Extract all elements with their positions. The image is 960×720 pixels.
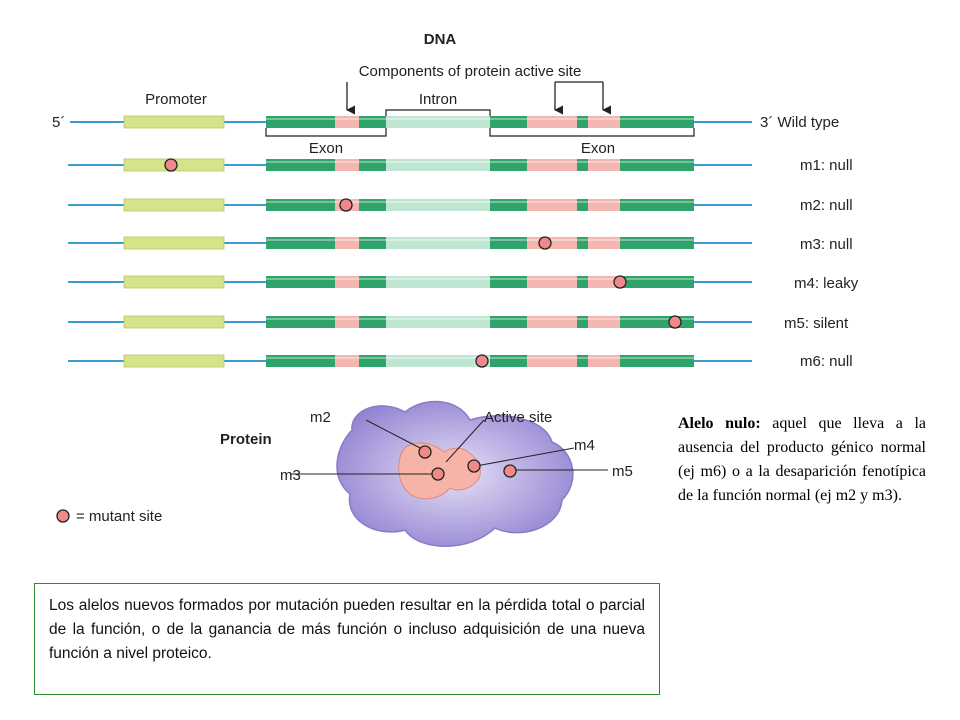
active-component-3 — [588, 237, 620, 249]
promoter-block — [123, 275, 225, 289]
exon-label-left: Exon — [309, 140, 343, 157]
components-arrows — [346, 81, 612, 115]
protein-mark-m3: m3 — [280, 467, 301, 484]
definition-text: aquel que lleva a la ausencia del produc… — [678, 415, 926, 504]
protein-mark-m5: m5 — [612, 463, 633, 480]
exon-block-left — [266, 159, 386, 171]
protein-site-m3 — [431, 467, 445, 481]
active-component-3 — [588, 159, 620, 171]
wild-type-row — [70, 115, 752, 129]
definition-term: Alelo nulo: — [678, 415, 761, 432]
intron-label: Intron — [419, 91, 457, 108]
mutant-site-icon — [538, 236, 552, 250]
intron-block — [386, 355, 490, 367]
protein-mark-m4: m4 — [574, 437, 595, 454]
exon-bracket-right — [489, 128, 695, 137]
promoter-block — [123, 236, 225, 250]
active-component-1 — [335, 237, 359, 249]
exon-block-left — [266, 237, 386, 249]
protein-sites — [418, 445, 517, 481]
active-component-2 — [527, 276, 577, 288]
gene-highlight — [266, 318, 694, 320]
active-site-label: Active site — [484, 409, 552, 426]
gene-highlight — [266, 161, 694, 163]
active-component-2 — [527, 355, 577, 367]
gene-highlight — [266, 118, 694, 120]
intron-block — [386, 116, 490, 128]
protein-site-m4 — [467, 459, 481, 473]
promoter-label: Promoter — [145, 91, 207, 108]
active-component-3 — [588, 199, 620, 211]
intron-block — [386, 276, 490, 288]
protein-label: Protein — [220, 431, 272, 448]
allele-label-m5: m5: silent — [784, 315, 849, 332]
active-component-1 — [335, 316, 359, 328]
mutant-row-m5 — [68, 315, 752, 329]
promoter-block — [123, 115, 225, 129]
allele-label-m6: m6: null — [800, 353, 853, 370]
allele-label-m3: m3: null — [800, 236, 853, 253]
intron-bracket — [385, 109, 491, 118]
exon-block-left — [266, 199, 386, 211]
active-component-1 — [335, 355, 359, 367]
gene-highlight — [266, 201, 694, 203]
legend-mutant-site-icon — [56, 509, 70, 523]
five-prime-label: 5´ — [52, 114, 65, 131]
exon-bracket-left — [265, 128, 387, 137]
gene-rows — [68, 115, 752, 368]
exon-block-left — [266, 316, 386, 328]
gene-highlight — [266, 278, 694, 280]
active-component-3 — [588, 316, 620, 328]
active-component-3 — [588, 116, 620, 128]
active-component-3 — [588, 355, 620, 367]
active-component-2 — [527, 199, 577, 211]
mutant-site-icon — [339, 198, 353, 212]
mutant-row-m4 — [68, 275, 752, 289]
promoter-block — [123, 198, 225, 212]
active-component-1 — [335, 159, 359, 171]
exon-block-left — [266, 355, 386, 367]
active-component-2 — [527, 316, 577, 328]
active-component-1 — [335, 116, 359, 128]
active-component-2 — [527, 237, 577, 249]
allele-labels: m1: null m2: null m3: null m4: leaky m5:… — [784, 157, 859, 370]
protein-leaders — [290, 419, 608, 475]
promoter-block — [123, 315, 225, 329]
active-component-2 — [527, 159, 577, 171]
allele-label-m1: m1: null — [800, 157, 853, 174]
promoter-block — [123, 354, 225, 368]
protein-mark-m2: m2 — [310, 409, 331, 426]
mutant-row-m2 — [68, 198, 752, 212]
exon-label-right: Exon — [581, 140, 615, 157]
protein-site-m5 — [503, 464, 517, 478]
exon-block-left — [266, 276, 386, 288]
three-prime-label: 3´ Wild type — [760, 114, 839, 131]
protein-site-m2 — [418, 445, 432, 459]
mutant-site-icon — [613, 275, 627, 289]
null-allele-definition: Alelo nulo: aquel que lleva a la ausenci… — [678, 412, 926, 508]
intron-block — [386, 159, 490, 171]
active-component-1 — [335, 276, 359, 288]
allele-label-m2: m2: null — [800, 197, 853, 214]
mutant-site-icon — [475, 354, 489, 368]
mutant-row-m3 — [68, 236, 752, 250]
mutant-row-m1 — [68, 158, 752, 172]
dna-title: DNA — [424, 31, 457, 48]
mutant-site-icon — [164, 158, 178, 172]
intron-block — [386, 199, 490, 211]
gene-highlight — [266, 239, 694, 241]
active-component-3 — [588, 276, 620, 288]
components-label: Components of protein active site — [359, 63, 582, 80]
mutant-row-m6 — [68, 354, 752, 368]
mutant-site-icon — [668, 315, 682, 329]
allele-label-m4: m4: leaky — [794, 275, 859, 292]
exon-block-left — [266, 116, 386, 128]
legend-label: = mutant site — [76, 508, 162, 525]
intron-block — [386, 237, 490, 249]
summary-box: Los alelos nuevos formados por mutación … — [34, 583, 660, 695]
summary-text: Los alelos nuevos formados por mutación … — [49, 597, 645, 662]
intron-block — [386, 316, 490, 328]
active-component-2 — [527, 116, 577, 128]
